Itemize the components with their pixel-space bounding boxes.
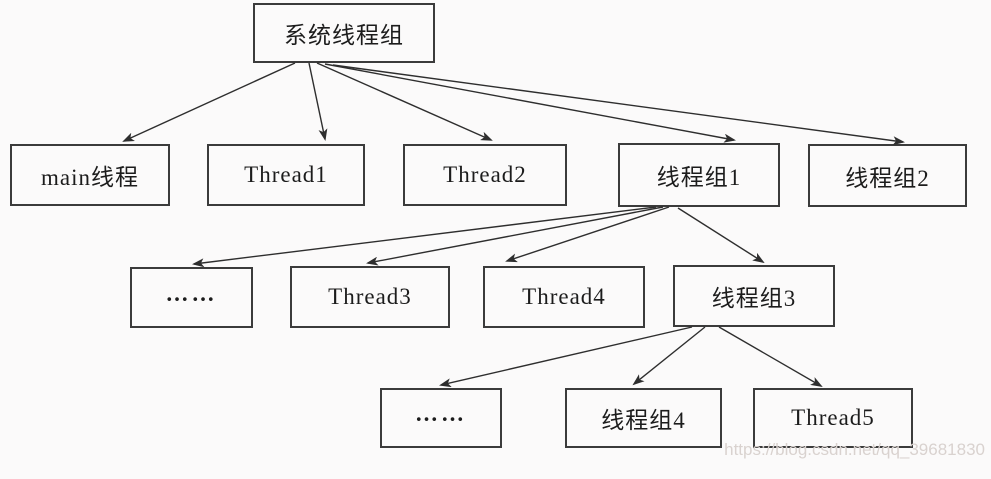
node-label: 线程组2 xyxy=(845,165,930,191)
node-system-thread-group: 系统线程组 xyxy=(253,3,435,63)
node-label: 线程组4 xyxy=(601,408,686,433)
node-thread5: Thread5 xyxy=(753,388,913,448)
node-thread4: Thread4 xyxy=(483,266,645,328)
node-label: Thread5 xyxy=(791,405,875,430)
node-label: Thread1 xyxy=(244,162,328,187)
edge-thread-group1-to-ellipsis-row3 xyxy=(192,206,657,268)
edge-thread-group1-to-thread-group3 xyxy=(677,207,765,264)
edge-system-thread-group-to-thread-group1 xyxy=(324,63,736,143)
node-label: Thread3 xyxy=(328,284,412,309)
edge-thread-group3-to-thread-group4 xyxy=(632,326,706,386)
edge-thread-group1-to-thread3 xyxy=(366,206,664,266)
node-label: …… xyxy=(165,280,218,306)
node-label: main线程 xyxy=(41,165,139,190)
node-thread2: Thread2 xyxy=(403,144,567,206)
edge-system-thread-group-to-thread1 xyxy=(308,62,328,141)
node-ellipsis-row3: …… xyxy=(130,267,253,328)
node-thread-group3: 线程组3 xyxy=(673,265,835,327)
node-thread1: Thread1 xyxy=(207,144,365,206)
node-thread-group4: 线程组4 xyxy=(565,388,722,448)
node-thread3: Thread3 xyxy=(290,266,450,328)
node-thread-group1: 线程组1 xyxy=(618,143,780,207)
node-ellipsis-row4: …… xyxy=(380,388,502,448)
node-main-thread: main线程 xyxy=(10,144,170,206)
edge-thread-group1-to-thread4 xyxy=(505,206,670,263)
edge-system-thread-group-to-thread2 xyxy=(316,62,493,141)
edge-system-thread-group-to-main-thread xyxy=(122,62,296,142)
node-label: 线程组3 xyxy=(711,286,797,311)
edge-thread-group3-to-thread5 xyxy=(718,326,823,388)
edge-system-thread-group-to-thread-group2 xyxy=(332,64,905,146)
node-thread-group2: 线程组2 xyxy=(808,144,967,207)
node-label: 线程组1 xyxy=(656,165,742,190)
edge-thread-group3-to-ellipsis-row4 xyxy=(439,326,693,388)
node-label: Thread2 xyxy=(443,162,527,187)
node-label: 系统线程组 xyxy=(284,23,404,48)
node-label: …… xyxy=(415,401,467,426)
node-label: Thread4 xyxy=(522,284,606,309)
